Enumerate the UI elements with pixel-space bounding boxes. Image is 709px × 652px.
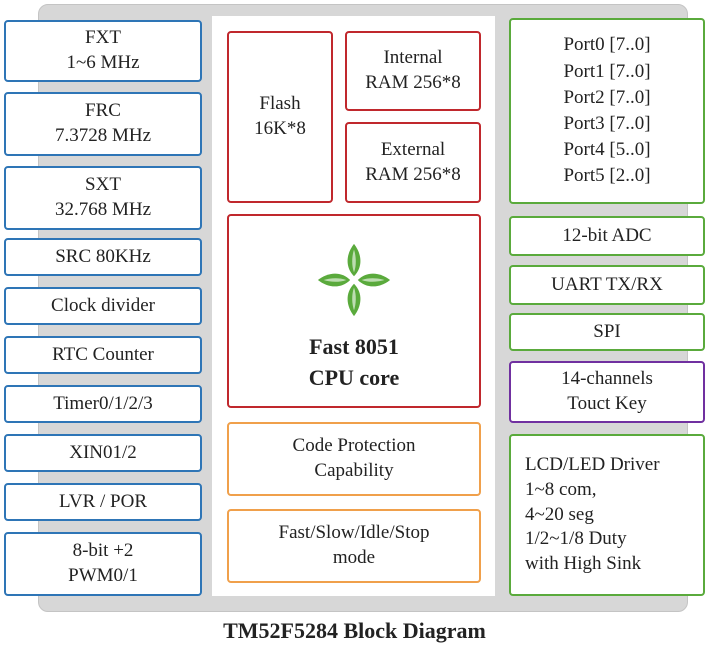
fxt-line-2: 1~6 MHz — [66, 52, 140, 73]
timer-block: Timer0/1/2/3 — [4, 385, 202, 423]
frc-block: FRC 7.3728 MHz — [4, 92, 202, 156]
frc-line-2: 7.3728 MHz — [54, 125, 152, 146]
flash-block: Flash 16K*8 — [227, 31, 333, 203]
power-mode-line-2: mode — [332, 547, 376, 568]
frc-line-1: FRC — [85, 100, 121, 122]
clock-divider-label: Clock divider — [51, 294, 155, 316]
flash-line-1: Flash — [259, 93, 301, 115]
cpu-core-block: Fast 8051 CPU core — [227, 214, 481, 408]
code-protection-block: Code Protection Capability — [227, 422, 481, 496]
touch-key-block: 14-channels Touct Key — [509, 361, 705, 423]
ports-block: Port0 [7..0] Port1 [7..0] Port2 [7..0] P… — [509, 18, 705, 204]
port4-label: Port4 [5..0] — [563, 139, 651, 161]
adc-label: 12-bit ADC — [562, 224, 652, 246]
lvr-por-label: LVR / POR — [59, 490, 147, 512]
rtc-counter-block: RTC Counter — [4, 336, 202, 374]
port3-label: Port3 [7..0] — [563, 113, 651, 134]
internal-ram-block: Internal RAM 256*8 — [345, 31, 481, 111]
xin-label: XIN01/2 — [69, 441, 137, 463]
lcd-line-1: LCD/LED Driver — [525, 454, 660, 476]
code-protection-line-2: Capability — [314, 460, 394, 481]
touch-key-line-2: Touct Key — [567, 393, 647, 414]
internal-ram-line-2: RAM 256*8 — [365, 72, 461, 93]
sxt-line-2: 32.768 MHz — [54, 199, 152, 220]
pwm-line-2: PWM0/1 — [68, 565, 138, 586]
lcd-line-4: 1/2~1/8 Duty — [525, 528, 627, 550]
sxt-line-1: SXT — [85, 174, 121, 196]
fxt-block: FXT 1~6 MHz — [4, 20, 202, 82]
cpu-line-2: CPU core — [308, 364, 400, 390]
external-ram-line-2: RAM 256*8 — [365, 163, 461, 185]
port5-label: Port5 [2..0] — [563, 165, 651, 187]
adc-block: 12-bit ADC — [509, 216, 705, 256]
cpu-line-1: Fast 8051 — [309, 334, 399, 359]
port1-label: Port1 [7..0] — [563, 60, 651, 82]
lcd-line-2: 1~8 com, — [525, 478, 597, 500]
xin-block: XIN01/2 — [4, 434, 202, 472]
spi-block: SPI — [509, 313, 705, 351]
spi-label: SPI — [593, 320, 621, 342]
timer-label: Timer0/1/2/3 — [53, 392, 153, 414]
uart-block: UART TX/RX — [509, 265, 705, 305]
src-block: SRC 80KHz — [4, 238, 202, 276]
lcd-line-5: with High Sink — [525, 553, 642, 575]
power-mode-block: Fast/Slow/Idle/Stop mode — [227, 509, 481, 583]
sxt-block: SXT 32.768 MHz — [4, 166, 202, 230]
port0-label: Port0 [7..0] — [563, 34, 651, 56]
rtc-counter-label: RTC Counter — [52, 343, 154, 365]
code-protection-line-1: Code Protection — [292, 435, 416, 457]
power-mode-line-1: Fast/Slow/Idle/Stop — [278, 522, 430, 544]
external-ram-line-1: External — [380, 138, 446, 160]
external-ram-block: External RAM 256*8 — [345, 122, 481, 203]
touch-key-line-1: 14-channels — [561, 368, 653, 390]
lvr-por-block: LVR / POR — [4, 483, 202, 521]
src-label: SRC 80KHz — [55, 245, 151, 267]
diagram-title: TM52F5284 Block Diagram — [223, 618, 486, 643]
fxt-line-1: FXT — [85, 27, 121, 49]
clover-logo-icon — [317, 243, 391, 317]
lcd-driver-block: LCD/LED Driver 1~8 com, 4~20 seg 1/2~1/8… — [509, 434, 705, 596]
pwm-block: 8-bit +2 PWM0/1 — [4, 532, 202, 596]
uart-label: UART TX/RX — [551, 273, 663, 295]
port2-label: Port2 [7..0] — [563, 86, 651, 108]
internal-ram-line-1: Internal — [383, 47, 443, 69]
pwm-line-1: 8-bit +2 — [72, 540, 134, 562]
clock-divider-block: Clock divider — [4, 287, 202, 325]
flash-line-2: 16K*8 — [254, 118, 306, 139]
lcd-line-3: 4~20 seg — [525, 503, 594, 525]
